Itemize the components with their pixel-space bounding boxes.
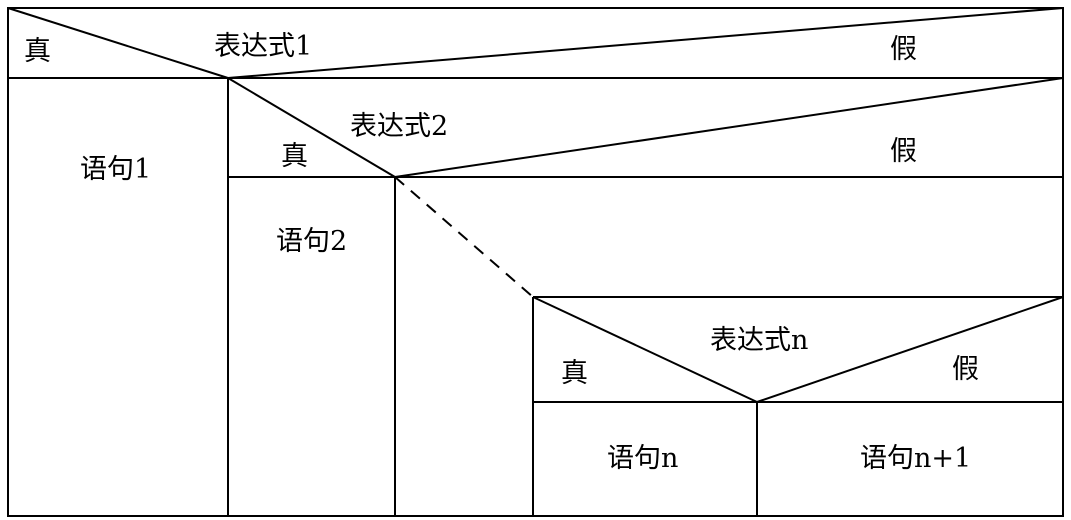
level1-false-diagonal: [227, 7, 1064, 79]
level1-statement-label: 语句1: [80, 154, 151, 185]
level1-false-label: 假: [890, 34, 917, 65]
level1-condition-label: 表达式1: [214, 31, 312, 62]
level-n-true-label: 真: [561, 358, 588, 389]
level2-false-diagonal: [394, 77, 1064, 178]
level-n-false-label: 假: [952, 354, 979, 385]
level2-true-diagonal: [227, 77, 396, 178]
level2-statement-label: 语句2: [276, 226, 347, 257]
level1-true-label: 真: [24, 36, 51, 67]
level-n-false-diagonal: [756, 296, 1064, 403]
level2-true-label: 真: [281, 141, 308, 172]
ellipsis-dashed-line: [394, 176, 534, 298]
level-n-true-statement-label: 语句n: [607, 443, 678, 474]
level-n-true-diagonal: [532, 296, 758, 403]
level2-condition-label: 表达式2: [350, 111, 448, 142]
level-n-false-statement-label: 语句n+1: [860, 443, 971, 474]
level1-true-diagonal: [7, 7, 229, 79]
level-n-condition-label: 表达式n: [710, 325, 808, 356]
diagram-frame: [7, 7, 1064, 517]
outer-border: [7, 7, 1064, 517]
level2-false-label: 假: [890, 136, 917, 167]
